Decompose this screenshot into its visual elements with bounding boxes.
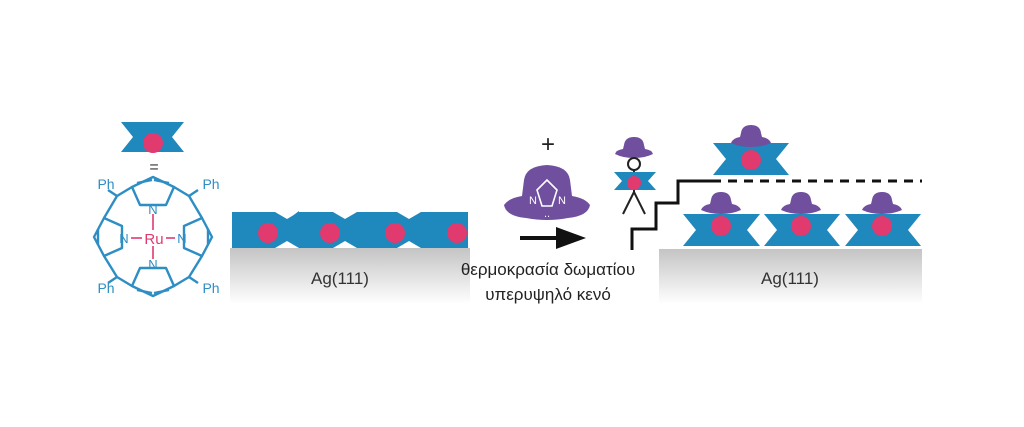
upper-terrace-porphyrin — [713, 125, 789, 175]
capped-porphyrin-3 — [845, 192, 921, 246]
walking-figure — [614, 137, 656, 215]
n-atom-top: N — [148, 202, 157, 217]
ag111-surface-left — [230, 248, 470, 304]
nhc-n-right: N — [558, 195, 566, 207]
ru-atom-label: Ru — [144, 231, 163, 248]
phenyl-bottom-left: Ph — [97, 280, 114, 296]
ru-porphyrin-structure — [92, 175, 214, 298]
nhc-lone-pair: .. — [544, 208, 550, 220]
capped-porphyrin-2 — [764, 192, 840, 246]
n-atom-left: N — [119, 231, 128, 246]
nhc-n-left: N — [529, 195, 537, 207]
ru-n-bonds — [131, 214, 175, 259]
ag111-label-right: Ag(111) — [761, 269, 819, 288]
ag111-label-left: Ag(111) — [311, 269, 369, 288]
condition-uhv: υπερυψηλό κενό — [485, 285, 611, 304]
reaction-arrow — [520, 227, 586, 249]
n-atom-right: N — [177, 231, 186, 246]
ag111-surface-right — [659, 249, 922, 304]
phenyl-top-left: Ph — [97, 176, 114, 192]
nhc-ligand-hat — [504, 165, 590, 220]
phenyl-bottom-right: Ph — [202, 280, 219, 296]
porphyrin-chain — [232, 211, 468, 248]
capped-porphyrin-1 — [683, 192, 760, 246]
condition-room-temperature: θερμοκρασία δωματίου — [461, 260, 635, 279]
n-atom-bottom: N — [148, 257, 157, 272]
plus-sign: + — [541, 131, 555, 158]
porphyrin-symbol — [121, 122, 184, 153]
staircase — [630, 179, 712, 250]
equals-sign: = — [149, 159, 158, 176]
phenyl-top-right: Ph — [202, 176, 219, 192]
